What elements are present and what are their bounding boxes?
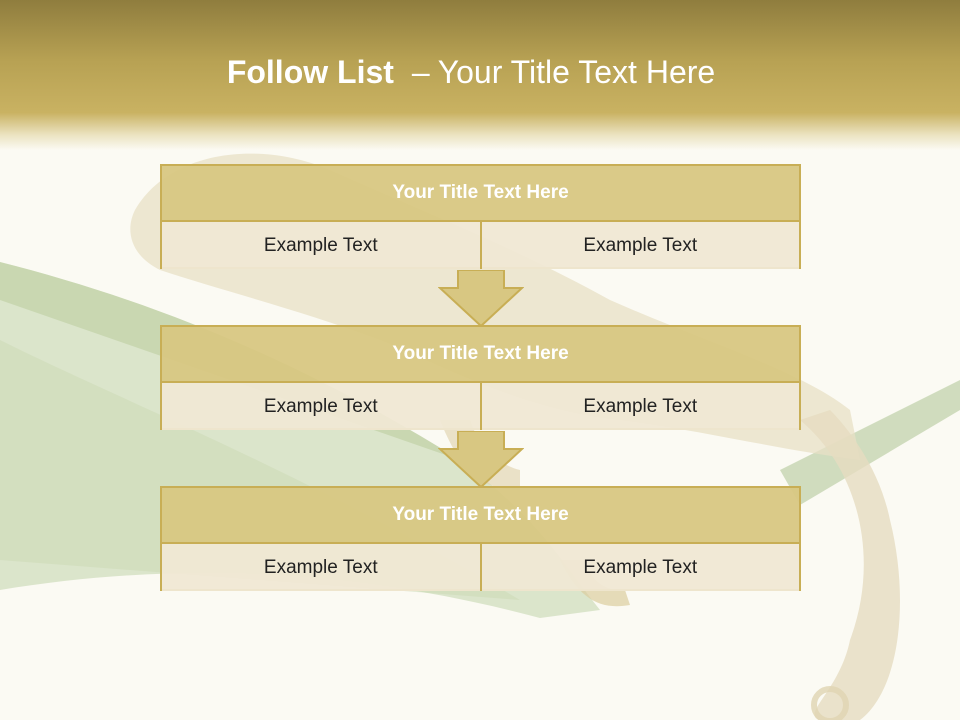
slide-title: Follow List–Your Title Text Here xyxy=(0,54,942,91)
down-arrow-icon xyxy=(438,431,524,489)
title-banner xyxy=(0,0,960,150)
step-cell-right: Example Text xyxy=(479,544,799,591)
step-card-3: Your Title Text Here Example Text Exampl… xyxy=(160,486,801,591)
step-card-2: Your Title Text Here Example Text Exampl… xyxy=(160,325,801,430)
step-row: Example Text Example Text xyxy=(162,383,799,430)
slide-title-separator: – xyxy=(411,54,430,90)
step-cell-left: Example Text xyxy=(162,544,480,591)
step-cell-left: Example Text xyxy=(162,222,480,269)
slide-title-bold: Follow List xyxy=(226,54,394,90)
down-arrow-icon xyxy=(438,270,524,328)
step-cell-left: Example Text xyxy=(162,383,480,430)
step-row: Example Text Example Text xyxy=(162,544,799,591)
slide-title-rest: Your Title Text Here xyxy=(437,54,716,90)
step-card-1: Your Title Text Here Example Text Exampl… xyxy=(160,164,801,269)
step-cell-right: Example Text xyxy=(479,222,799,269)
step-cell-right: Example Text xyxy=(479,383,799,430)
step-title: Your Title Text Here xyxy=(162,327,799,383)
step-title: Your Title Text Here xyxy=(162,488,799,544)
step-row: Example Text Example Text xyxy=(162,222,799,269)
step-title: Your Title Text Here xyxy=(162,166,799,222)
